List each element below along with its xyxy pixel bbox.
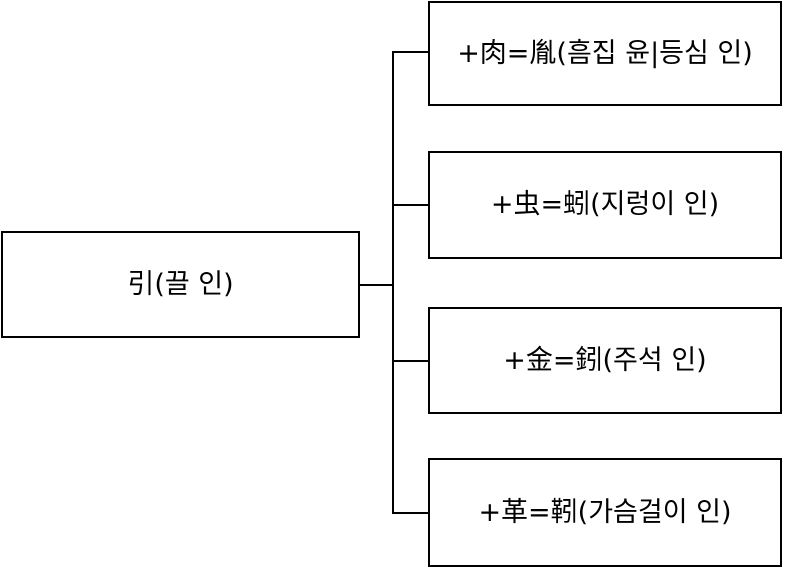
derived-node-1-label: +肉=胤(흠집 윤|등심 인) bbox=[457, 37, 753, 69]
derived-node-3-label: +金=鈏(주석 인) bbox=[503, 344, 707, 376]
connector-branch-stub-1 bbox=[392, 51, 429, 53]
root-node[interactable]: 引(끌 인) bbox=[1, 231, 360, 338]
derived-node-1[interactable]: +肉=胤(흠집 윤|등심 인) bbox=[428, 1, 782, 106]
root-node-label: 引(끌 인) bbox=[127, 268, 234, 300]
connector-branch-stub-3 bbox=[392, 360, 429, 362]
derived-node-4[interactable]: +革=靷(가슴걸이 인) bbox=[428, 458, 782, 567]
connector-branch-stub-2 bbox=[392, 204, 429, 206]
derived-node-3[interactable]: +金=鈏(주석 인) bbox=[428, 307, 782, 414]
derived-node-4-label: +革=靷(가슴걸이 인) bbox=[478, 496, 732, 528]
connector-root-stub bbox=[359, 284, 393, 286]
connector-branch-stub-4 bbox=[392, 512, 429, 514]
connector-trunk-vertical bbox=[392, 51, 394, 514]
derived-node-2-label: +虫=蚓(지렁이 인) bbox=[490, 189, 720, 221]
derived-node-2[interactable]: +虫=蚓(지렁이 인) bbox=[428, 151, 782, 259]
